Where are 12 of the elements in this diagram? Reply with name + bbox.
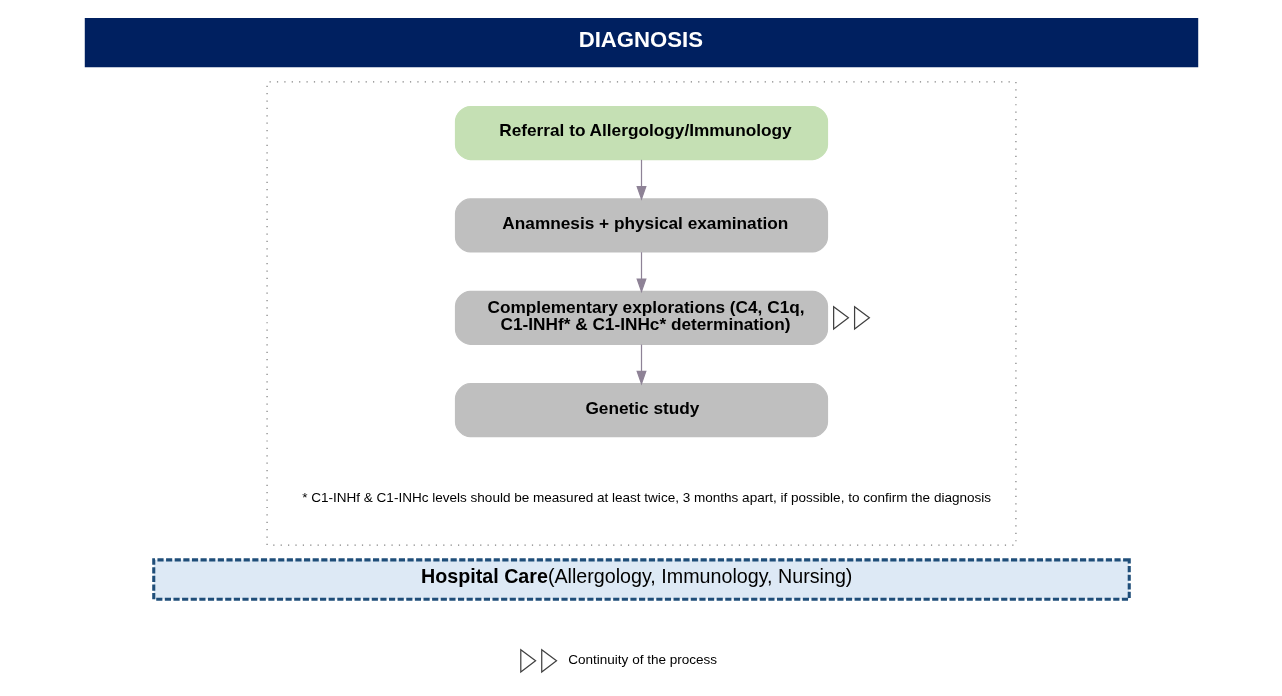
node-box: Hospital Care(Allergology, Immunology, Nursing) xyxy=(151,558,1131,601)
node-box: Referral to Allergology/Immunology xyxy=(454,105,828,161)
arrow xyxy=(635,343,647,386)
diagram-title: DIAGNOSIS xyxy=(578,26,703,52)
legend-label: Continuity of the process xyxy=(567,652,717,668)
node-box: Anamnesis + physical examination xyxy=(454,198,828,253)
cluster xyxy=(265,81,1017,546)
arrow xyxy=(635,159,647,201)
node-box: Complementary explorations (C4, C1q, C1-INHf* & C1-INHc* determination) xyxy=(454,290,828,345)
arrow xyxy=(635,251,647,294)
label: * C1-INHf & C1-INHc levels should be measured at least twice, 3 months apart, if possible, to confirm the diagnosis xyxy=(301,489,991,505)
node-box: Genetic study xyxy=(454,383,828,438)
